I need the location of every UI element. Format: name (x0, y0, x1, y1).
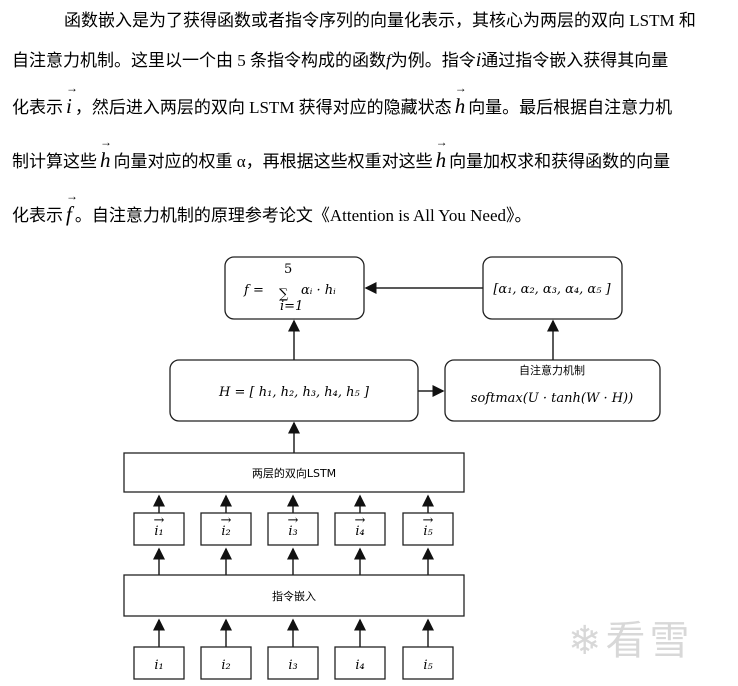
svg-text:i=1: i=1 (280, 299, 303, 314)
input-box: i₂ (200, 646, 252, 680)
input-box: i₅ (402, 646, 454, 680)
watermark-logo: ❄看雪 (568, 618, 694, 664)
svg-text:i₃: i₃ (288, 524, 297, 539)
arrows (153, 282, 559, 647)
svg-text:i₁: i₁ (154, 524, 163, 539)
svg-text:5: 5 (284, 262, 292, 277)
svg-text:i₄: i₄ (355, 658, 364, 673)
vector-input-box: i₄→ (334, 512, 386, 546)
svg-text:i₃: i₃ (288, 658, 297, 673)
svg-text:→: → (423, 513, 434, 528)
svg-text:softmax(U · tanh(W · H)): softmax(U · tanh(W · H)) (471, 391, 633, 406)
H-box: H = [ h₁, h₂, h₃, h₄, h₅ ] (169, 359, 419, 422)
vector-input-box: i₅→ (402, 512, 454, 546)
paragraph-line-5: 化表示f。自注意力机制的原理参考论文《Attention is All You … (12, 189, 532, 227)
svg-text:→: → (288, 513, 299, 528)
svg-text:i₁: i₁ (154, 658, 163, 673)
svg-text:→: → (355, 513, 366, 528)
vector-input-box: i₁→ (133, 512, 185, 546)
svg-text:自注意力机制: 自注意力机制 (519, 363, 585, 377)
svg-text:i₅: i₅ (423, 658, 433, 673)
input-box: i₄ (334, 646, 386, 680)
lstm-box: 两层的双向LSTM (123, 452, 465, 493)
svg-text:H = [ h₁, h₂, h₃, h₄,: H = [ h₁, h₂, h₃, h₄, h₅ ] (218, 385, 370, 400)
svg-text:αᵢ · hᵢ: αᵢ · hᵢ (301, 283, 336, 298)
vector-input-box: i₂→ (200, 512, 252, 546)
svg-text:指令嵌入: 指令嵌入 (272, 589, 316, 603)
svg-text:∑: ∑ (279, 287, 289, 302)
paragraph-line-1: 函数嵌入是为了获得函数或者指令序列的向量化表示，其核心为两层的双向 LSTM 和 (64, 11, 696, 30)
svg-text:i₂: i₂ (221, 524, 230, 539)
paragraph-line-4: 制计算这些h向量对应的权重 α，再根据这些权重对这些h向量加权求和获得函数的向量 (12, 135, 670, 173)
vector-input-box: i₃→ (267, 512, 319, 546)
svg-text:→: → (154, 513, 165, 528)
svg-text:f =: f = (243, 283, 264, 298)
embedding-box: 指令嵌入 (123, 574, 465, 617)
svg-text:[α₁, α₂, α₃, α₄, α₅ ]: [α₁, α₂, α₃, α₄, α₅ ] (493, 282, 611, 297)
attention-box: 自注意力机制 softmax(U · tanh(W · H)) (444, 359, 661, 422)
alpha-box: [α₁, α₂, α₃, α₄, α₅ ] (482, 256, 623, 320)
svg-text:i₅: i₅ (423, 524, 433, 539)
input-box: i₃ (267, 646, 319, 680)
svg-text:→: → (221, 513, 232, 528)
svg-text:i₄: i₄ (355, 524, 364, 539)
input-box: i₁ (133, 646, 185, 680)
paragraph-line-2: 自注意力机制。这里以一个由 5 条指令构成的函数f为例。指令i通过指令嵌入获得其… (12, 49, 669, 71)
svg-text:两层的双向LSTM: 两层的双向LSTM (252, 466, 336, 480)
svg-text:i₂: i₂ (221, 658, 230, 673)
paragraph-line-3: 化表示i，然后进入两层的双向 LSTM 获得对应的隐藏状态h向量。最后根据自注意… (12, 81, 672, 119)
f-box: f = ∑ 5 i=1 αᵢ · hᵢ (224, 256, 365, 320)
